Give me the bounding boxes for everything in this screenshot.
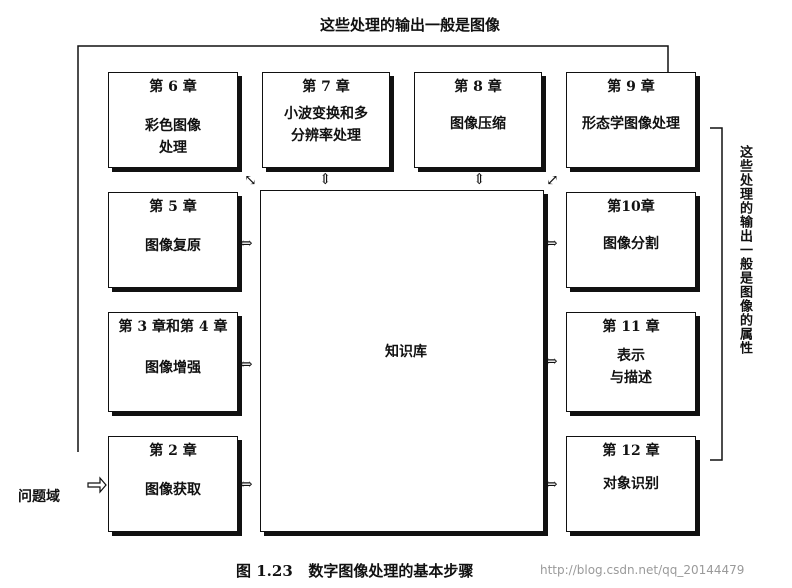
chapter-12-body: 对象识别 [603, 476, 659, 492]
double-arrow-icon: ⇔ [545, 475, 558, 493]
chapter-6-body: 彩色图像 处理 [145, 118, 201, 156]
chapter-10-body: 图像分割 [603, 236, 659, 252]
vertical-double-arrow-icon: ⇕ [473, 170, 486, 188]
chapter-3-4-body: 图像增强 [145, 360, 201, 376]
knowledge-base-box: 知识库 [260, 190, 544, 532]
diagonal-double-arrow-icon: ⤢ [546, 171, 559, 189]
watermark-text: http://blog.csdn.net/qq_20144479 [540, 563, 745, 577]
chapter-6-box: 第 6 章 彩色图像 处理 [108, 72, 238, 168]
chapter-8-body: 图像压缩 [450, 116, 506, 132]
chapter-8-box: 第 8 章 图像压缩 [414, 72, 542, 168]
chapter-11-box: 第 11 章 表示 与描述 [566, 312, 696, 412]
problem-domain-label: 问题域 [18, 489, 60, 505]
chapter-9-body: 形态学图像处理 [582, 116, 680, 132]
chapter-7-body: 小波变换和多 分辨率处理 [284, 106, 368, 144]
chapter-11-title: 第 11 章 [602, 319, 660, 335]
chapter-2-title: 第 2 章 [149, 443, 197, 459]
figure-caption: 图 1.23 数字图像处理的基本步骤 [236, 562, 474, 580]
chapter-6-title: 第 6 章 [149, 79, 197, 95]
chapter-5-title: 第 5 章 [149, 199, 197, 215]
chapter-3-4-box: 第 3 章和第 4 章 图像增强 [108, 312, 238, 412]
chapter-10-title: 第10章 [607, 199, 655, 215]
chapter-8-title: 第 8 章 [454, 79, 502, 95]
diagonal-double-arrow-icon: ⤡ [244, 171, 257, 189]
chapter-2-body: 图像获取 [145, 482, 201, 498]
chapter-12-box: 第 12 章 对象识别 [566, 436, 696, 532]
chapter-12-title: 第 12 章 [602, 443, 660, 459]
knowledge-base-label: 知识库 [385, 344, 427, 360]
top-feedback-label: 这些处理的输出一般是图像 [320, 16, 501, 34]
chapter-11-body: 表示 与描述 [610, 348, 652, 386]
chapter-5-body: 图像复原 [145, 238, 201, 254]
chapter-9-box: 第 9 章 形态学图像处理 [566, 72, 696, 168]
chapter-7-title: 第 7 章 [302, 79, 350, 95]
chapter-7-box: 第 7 章 小波变换和多 分辨率处理 [262, 72, 390, 168]
vertical-double-arrow-icon: ⇕ [319, 170, 332, 188]
double-arrow-icon: ⇔ [545, 352, 558, 370]
chapter-10-box: 第10章 图像分割 [566, 192, 696, 288]
right-feedback-label: 这些处理的输出一般是图像的属性 [737, 145, 752, 355]
chapter-9-title: 第 9 章 [607, 79, 655, 95]
double-arrow-icon: ⇔ [240, 234, 253, 252]
double-arrow-icon: ⇔ [240, 475, 253, 493]
chapter-5-box: 第 5 章 图像复原 [108, 192, 238, 288]
double-arrow-icon: ⇔ [240, 355, 253, 373]
chapter-2-box: 第 2 章 图像获取 [108, 436, 238, 532]
chapter-3-4-title: 第 3 章和第 4 章 [118, 319, 228, 335]
double-arrow-icon: ⇔ [545, 234, 558, 252]
